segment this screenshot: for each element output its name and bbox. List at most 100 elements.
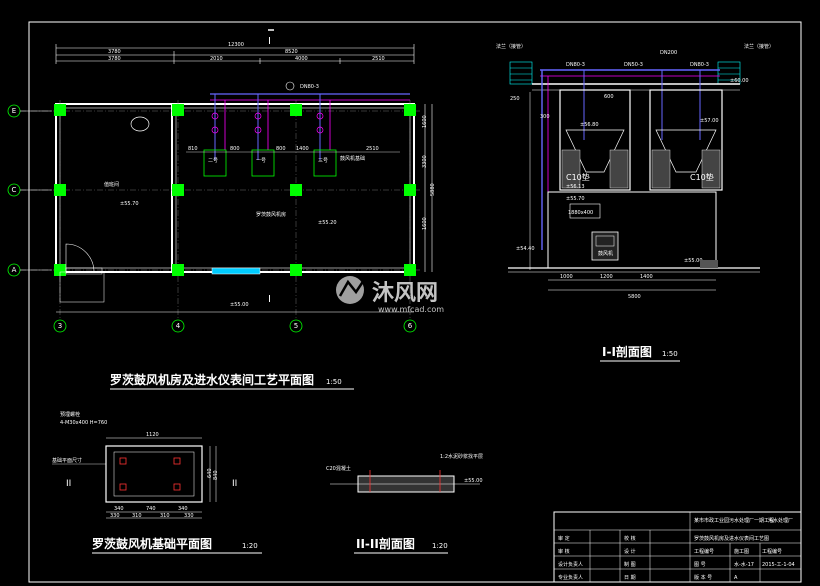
plan-blowers <box>203 149 337 177</box>
plan-equip-dim-4: 1400 <box>296 146 309 152</box>
plan-right-dim-4: 5880 <box>430 183 436 196</box>
plan-scale: 1:50 <box>326 378 342 386</box>
sec1-dim-1000: 1000 <box>560 274 573 280</box>
plan-floor-elev: ±55.00 <box>230 302 249 308</box>
plan-base-label: 鼓风机基础 <box>340 155 365 162</box>
section1-title: I-I剖面图 <box>602 344 652 359</box>
axis-bubbles-left <box>7 104 52 277</box>
sec1-dim-250: 250 <box>510 96 520 102</box>
outer-frame <box>28 21 802 583</box>
fnd-dim-b7: 330 <box>184 513 194 519</box>
sec1-tank-right <box>649 89 723 191</box>
plan-room-left-elev: ±55.70 <box>120 201 139 207</box>
tb-r3c1: 设计负责人 <box>558 561 583 568</box>
foundation-outline <box>105 445 203 503</box>
foundation-scale: 1:20 <box>242 542 258 550</box>
section-mark-top: I <box>268 36 271 47</box>
plan-dim-total: 12300 <box>228 42 244 48</box>
sec1-label-flange-right: 法兰（接管） <box>744 43 774 50</box>
plan-right-dim-3: 1600 <box>422 217 428 230</box>
sec1-c10-left: C10垫 <box>566 172 590 182</box>
sec1-tank-left <box>559 89 631 191</box>
fnd-label-bolts: 预埋螺栓 <box>60 411 80 418</box>
tb-r1c5: 工程编号 <box>694 548 714 555</box>
sec1-c10-right: C10垫 <box>690 172 714 182</box>
fnd-dim-b1: 340 <box>114 506 124 512</box>
sec1-elev-1: ±57.00 <box>700 118 719 124</box>
plan-dim-6: 2510 <box>372 56 385 62</box>
sec1-dim-300: 300 <box>540 114 550 120</box>
tb-r3c5: 图 号 <box>694 562 706 568</box>
sec1-label-flange-left: 法兰（接管） <box>496 43 526 50</box>
sec1-lower-room <box>547 191 717 269</box>
fnd-mark-left: II <box>66 479 71 489</box>
tb-r4c1: 专业负责人 <box>558 574 583 581</box>
section1-scale: 1:50 <box>662 350 678 358</box>
fnd-label-plan: 基础平面尺寸 <box>52 457 82 464</box>
sec1-elev-6: ±54.40 <box>516 246 535 252</box>
axis-label-e: E <box>12 107 16 115</box>
section-mark-bottom: I <box>268 294 271 305</box>
fnd-dim-b6: 310 <box>160 513 170 519</box>
sec1-dim-1200: 1200 <box>600 274 613 280</box>
plan-equip-dim-1: 810 <box>188 146 198 152</box>
watermark-brand: 沐风网 <box>372 281 438 306</box>
fnd-dim-r2: 840 <box>213 470 219 480</box>
tb-r2c6: 2015-工-1-04 <box>762 562 795 568</box>
plan-equip-dim-3: 800 <box>276 146 286 152</box>
plan-dim-5: 4000 <box>295 56 308 62</box>
axis-label-3: 3 <box>58 322 62 330</box>
plan-room-left: 值班间 <box>104 181 119 188</box>
plan-equip-dim-2: 800 <box>230 146 240 152</box>
sec2-label-c20: C20混凝土 <box>326 465 351 472</box>
sec1-dim-5800: 5800 <box>628 294 641 300</box>
sec1-pipe-dn80: DN80-3 <box>566 62 585 68</box>
watermark-url: www.mfcad.com <box>378 305 444 314</box>
plan-columns <box>54 104 416 276</box>
watermark: 沐风网 www.mfcad.com <box>336 276 444 314</box>
watermark-logo-icon <box>336 276 366 304</box>
tb-r2c5: 工程编号 <box>762 548 782 555</box>
plan-pipe-label: DN80-3 <box>300 84 319 90</box>
plan-title: 罗茨鼓风机房及进水仪表间工艺平面图 <box>110 372 314 387</box>
plan-equip-3: 三号 <box>318 158 328 164</box>
tb-r1c3: 校 核 <box>624 535 636 542</box>
axis-label-4: 4 <box>176 322 181 330</box>
plan-room-main-elev: ±55.20 <box>318 220 337 226</box>
plan-pipes <box>210 93 410 160</box>
tb-r1c6: 施工图 <box>734 548 749 555</box>
sec2-elev: ±55.00 <box>464 478 483 484</box>
plan-equip-2: 二号 <box>208 158 218 164</box>
plan-dim-3: 3780 <box>108 56 121 62</box>
fnd-mark-right: II <box>232 479 237 489</box>
sec2-label-right: 1:2水泥砂浆找平层 <box>440 453 483 460</box>
plan-building-outline <box>55 103 415 273</box>
sec1-small-box: 1880x400 <box>568 210 593 216</box>
axis-label-5: 5 <box>294 322 298 330</box>
section2-scale: 1:20 <box>432 542 448 550</box>
plan-right-dim-2: 3300 <box>422 155 428 168</box>
sec1-dim-600: 600 <box>604 94 614 100</box>
tb-r4c3: 日 期 <box>624 575 636 581</box>
fnd-dim-top: 1120 <box>146 432 159 438</box>
title-block: 某市市政工业园污水处理厂一期工程 污水处理厂 罗茨鼓风机房及进水仪表间工艺图 审… <box>553 511 802 583</box>
tb-drawing-name: 罗茨鼓风机房及进水仪表间工艺图 <box>694 535 769 542</box>
axis-label-c: C <box>12 186 17 194</box>
plan-equip-1: 一号 <box>256 158 266 164</box>
sec1-pipe-dn50: DN50-3 <box>624 62 643 68</box>
plan-dim-4: 2010 <box>210 56 223 62</box>
plan-right-dim-1: 1600 <box>422 115 428 128</box>
fnd-dim-b5: 310 <box>132 513 142 519</box>
section2-title: II-II剖面图 <box>356 536 415 551</box>
plan-view: 12300 3780 8520 3780 2010 4000 2510 I <box>7 29 436 390</box>
fnd-dim-b2: 740 <box>146 506 156 512</box>
foundation-title: 罗茨鼓风机基础平面图 <box>92 536 212 551</box>
tb-project: 污水处理厂 <box>768 517 793 524</box>
axis-bubbles-bottom <box>53 319 417 333</box>
axis-label-6: 6 <box>408 322 413 330</box>
plan-room-main: 罗茨鼓风机房 <box>256 211 286 218</box>
fnd-dim-r1: 640 <box>207 468 213 478</box>
tb-r3c3: 制 图 <box>624 561 636 568</box>
fnd-label-spec: 4-M30x400 H=760 <box>60 420 107 426</box>
